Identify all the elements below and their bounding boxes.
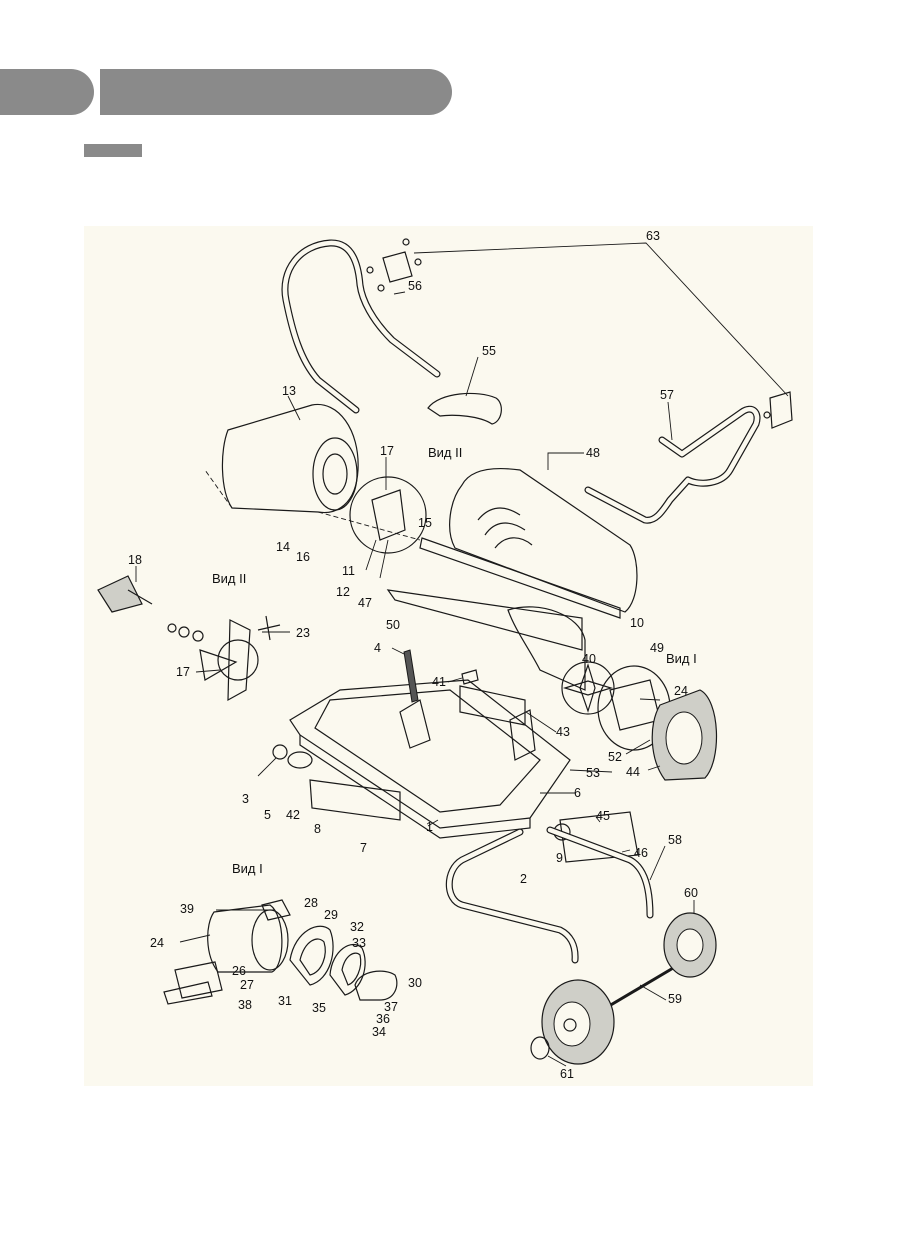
part-1-fuel-tank [289,679,571,839]
callout-14: 14 [276,540,290,554]
part-58-handle [445,826,654,964]
callout-47: 47 [358,596,372,610]
callout-9: 9 [556,851,563,865]
part-42-bracket [309,779,401,821]
callout-59: 59 [668,992,682,1006]
part-18-nozzle [97,575,204,642]
part-41-connector [461,669,479,685]
part-wheel-front [541,979,615,1065]
view-label-1b: Вид I [232,861,263,876]
callout-5: 5 [264,808,271,822]
callout-53: 53 [586,766,600,780]
callout-37: 37 [384,1000,398,1014]
part-45-control-board [559,811,639,863]
part-33-pump-cover [329,943,366,996]
callout-6: 6 [574,786,581,800]
callout-38: 38 [238,998,252,1012]
part-30-pump-head [354,970,398,1001]
callout-3: 3 [242,792,249,806]
view-label-2a: Вид II [428,445,462,460]
part-13-combustion-chamber [204,403,421,541]
callout-44: 44 [626,765,640,779]
callout-12: 12 [336,585,350,599]
part-57-handle [584,405,761,524]
callout-56: 56 [408,279,422,293]
callout-29: 29 [324,908,338,922]
part-40-fan [561,661,615,715]
part-17-fan-enlarged [199,615,281,702]
part-3-dipstick [257,744,288,777]
callout-2: 2 [520,872,527,886]
callout-13: 13 [282,384,296,398]
callout-10: 10 [630,616,644,630]
subsection-tag [84,144,142,157]
callout-26: 26 [232,964,246,978]
callout-43: 43 [556,725,570,739]
callout-7: 7 [360,841,367,855]
part-44-grille [651,689,718,781]
callout-42: 42 [286,808,300,822]
callout-63: 63 [646,229,660,243]
part-48-casing [419,467,638,619]
callout-36: 36 [376,1012,390,1026]
callout-35: 35 [312,1001,326,1015]
callout-52: 52 [608,750,622,764]
callout-24b: 24 [150,936,164,950]
callout-57: 57 [660,388,674,402]
callout-labels: 63 56 55 13 57 17 Вид II 48 15 14 16 18 … [128,229,698,1081]
callout-48: 48 [586,446,600,460]
callout-1: 1 [426,820,433,834]
part-43-bracket [459,685,526,726]
callout-41: 41 [432,675,446,689]
callout-46: 46 [634,846,648,860]
callout-4: 4 [374,641,381,655]
callout-58: 58 [668,833,682,847]
callout-40: 40 [582,652,596,666]
callout-45: 45 [596,809,610,823]
callout-24a: 24 [674,684,688,698]
part-60-wheel [663,912,717,978]
callout-27: 27 [240,978,254,992]
leader-63 [413,242,789,397]
callout-49: 49 [650,641,664,655]
callout-8: 8 [314,822,321,836]
part-55-cover [427,392,502,425]
part-63-bracket [366,238,793,429]
section-number-block [0,69,94,115]
view-label-1a: Вид I [666,651,697,666]
section-title-block [100,69,452,115]
callout-61: 61 [560,1067,574,1081]
part-17-fan [349,476,427,579]
part-29-housing [289,925,334,986]
callout-32: 32 [350,920,364,934]
callout-55: 55 [482,344,496,358]
callout-16: 16 [296,550,310,564]
callout-33: 33 [352,936,366,950]
callout-60: 60 [684,886,698,900]
part-56-handle [281,239,441,414]
part-4-fuel-gauge [403,649,419,703]
part-61-hubcap [530,1036,550,1060]
callout-30: 30 [408,976,422,990]
part-24-motor-exploded [163,899,291,1005]
callout-17a: 17 [380,444,394,458]
callout-15: 15 [418,516,432,530]
callout-28: 28 [304,896,318,910]
callout-17b: 17 [176,665,190,679]
callout-11: 11 [342,564,355,578]
callout-23: 23 [296,626,310,640]
part-10-plate [386,589,586,691]
callout-50: 50 [386,618,400,632]
callout-34: 34 [372,1025,386,1039]
callout-18: 18 [128,553,142,567]
callout-31: 31 [278,994,292,1008]
part-5-cap [287,751,313,769]
view-label-2b: Вид II [212,571,246,586]
callout-39: 39 [180,902,194,916]
